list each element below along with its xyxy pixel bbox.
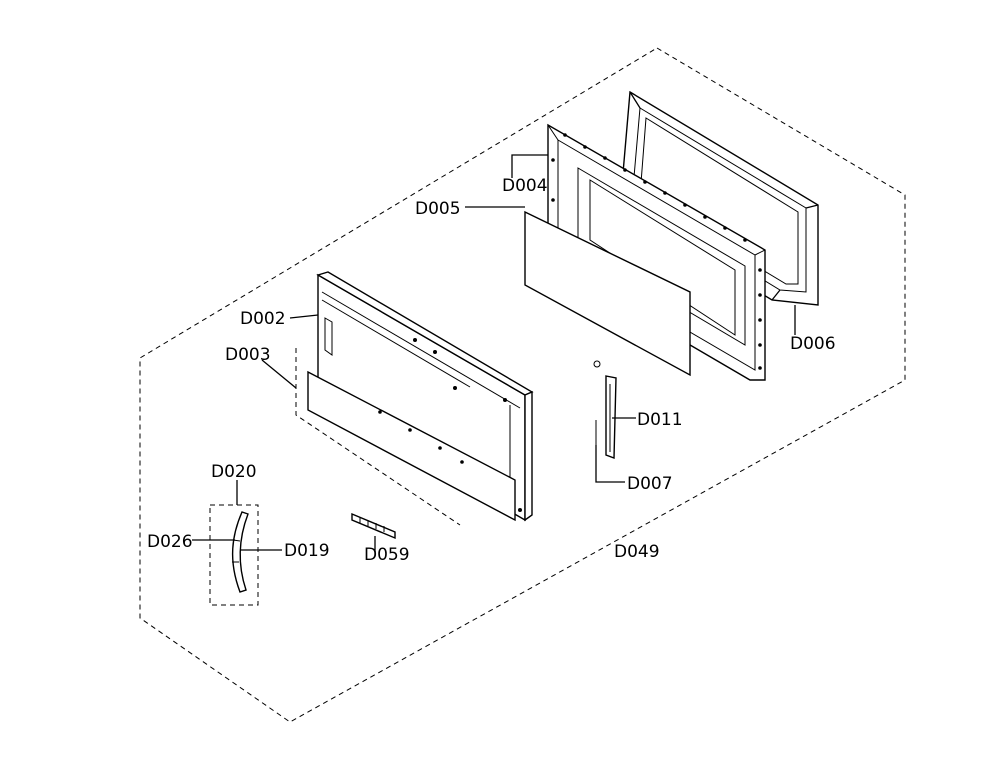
- d003-bracket: [295, 348, 461, 526]
- label-d006: D006: [790, 334, 836, 354]
- inner-door-frame-part: [547, 123, 766, 381]
- label-d020: D020: [211, 462, 257, 482]
- control-panel-part: [307, 370, 516, 522]
- label-d004: D004: [502, 176, 548, 196]
- label-d049: D049: [614, 542, 660, 562]
- glass-panel-part: [524, 210, 691, 377]
- handle-part: [231, 511, 249, 593]
- label-d059: D059: [364, 545, 410, 565]
- handle-group-box: [209, 504, 259, 606]
- label-d011: D011: [637, 410, 683, 430]
- leader-lines: [192, 154, 796, 552]
- label-d026: D026: [147, 532, 193, 552]
- screw-part: [351, 512, 396, 540]
- label-d019: D019: [284, 541, 330, 561]
- label-d003: D003: [225, 345, 271, 365]
- label-d007: D007: [627, 474, 673, 494]
- assembly-boundary: [139, 47, 906, 723]
- frame-perforation-dots: [551, 133, 762, 370]
- latch-hook-part: [593, 360, 617, 460]
- label-d002: D002: [240, 309, 286, 329]
- label-d005: D005: [415, 199, 461, 219]
